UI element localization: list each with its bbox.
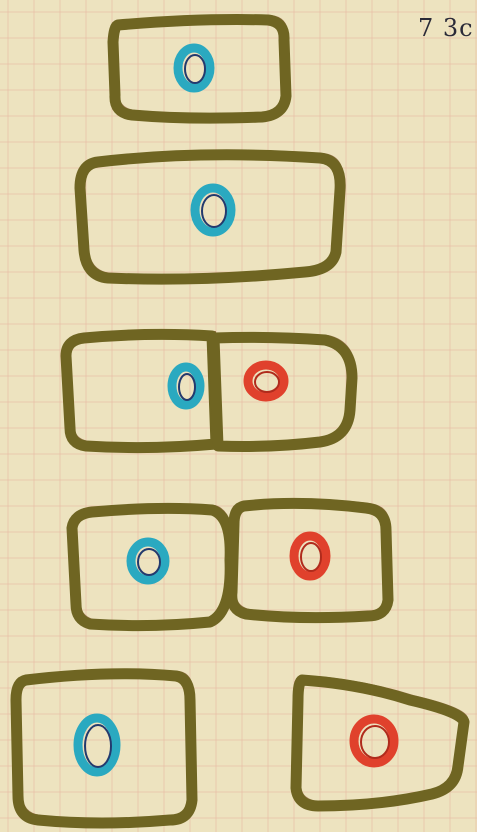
nucleus-inner-edge	[185, 55, 205, 83]
nucleus-blue-stage-4	[131, 542, 165, 580]
cell-membrane-stage-4-left-shadow	[75, 504, 233, 621]
stage-1-single-cell	[113, 16, 289, 119]
stage-4-separating-cells	[72, 499, 391, 625]
nucleus-inner-edge	[179, 374, 195, 400]
cell-membrane-stage-3-left	[66, 334, 216, 447]
cell-membrane-stage-4-left	[72, 508, 230, 625]
nucleus-inner-edge	[202, 195, 226, 227]
stage-3-dividing-cells	[66, 330, 355, 447]
cell-membrane-stage-2-shadow	[83, 151, 343, 275]
stage-2-elongated-cell	[80, 151, 343, 279]
nucleus-inner-edge	[85, 725, 111, 767]
cell-membrane-stage-2	[80, 155, 340, 279]
nucleus-inner-edge	[138, 549, 160, 575]
nucleus-inner-edge	[301, 543, 321, 571]
cell-membrane-stage-4-right-shadow	[235, 499, 391, 613]
nucleus-red-stage-4	[294, 536, 326, 576]
cell-membrane-stage-5-right	[296, 680, 464, 806]
nucleus-inner-edge	[255, 372, 279, 392]
nucleus-blue-stage-2	[195, 188, 231, 232]
nucleus-red-stage-5	[354, 719, 394, 763]
nucleus-blue-stage-5	[78, 718, 116, 772]
cell-membrane-stage-1	[113, 20, 286, 119]
nucleus-blue-stage-3	[172, 367, 200, 405]
nucleus-red-stage-3	[248, 365, 284, 397]
nucleus-blue-stage-1	[178, 48, 210, 88]
corner-handwritten-note: 7 3c	[418, 14, 474, 42]
cell-membrane-stage-1-shadow	[116, 16, 289, 115]
nucleus-inner-edge	[361, 726, 389, 758]
cell-membrane-stage-5-left-shadow	[19, 670, 195, 819]
cell-membrane-stage-4-right	[232, 503, 388, 617]
cell-membrane-stage-5-left	[16, 674, 192, 823]
